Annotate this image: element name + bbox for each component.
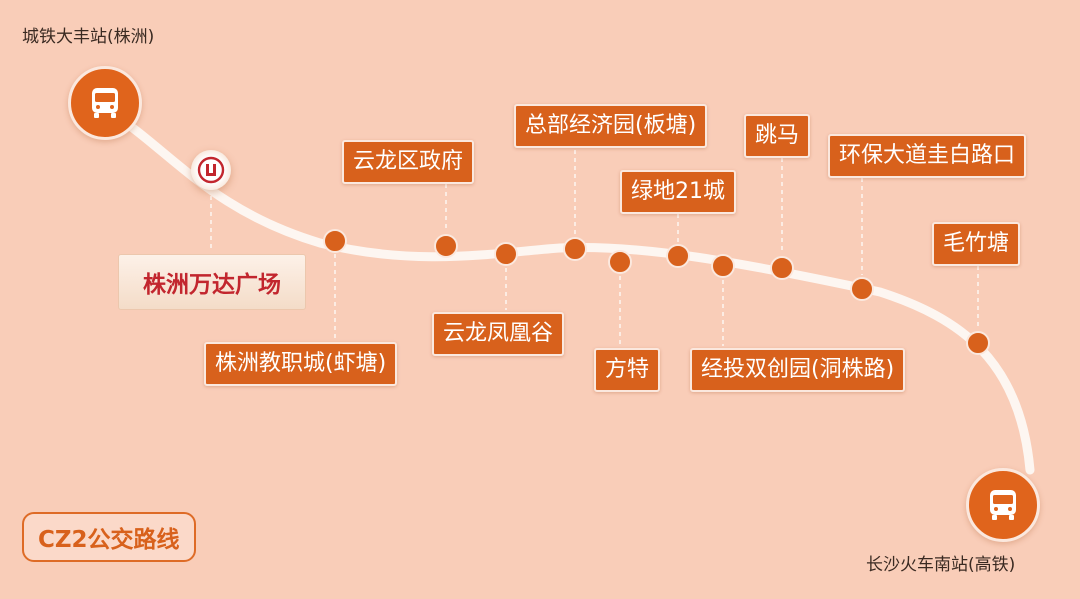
bus-icon	[92, 88, 118, 118]
stop-label-9: 环保大道圭白路口	[828, 134, 1027, 178]
stop-dot-4	[563, 237, 587, 261]
stop-label-3: 云龙凤凰谷	[432, 312, 565, 356]
stop-dot-1	[323, 229, 347, 253]
stop-dots	[323, 229, 990, 355]
origin-label: 城铁大丰站(株洲)	[22, 27, 155, 47]
bus-icon	[990, 490, 1016, 520]
destination-label: 长沙火车南站(高铁)	[866, 555, 1016, 575]
stop-dot-5	[608, 250, 632, 274]
stop-label-4: 总部经济园(板塘)	[514, 104, 708, 148]
stop-label-10: 毛竹塘	[932, 222, 1021, 266]
route-title: CZ2公交路线	[22, 512, 196, 562]
wanda-logo-icon	[197, 156, 225, 184]
stop-dot-9	[850, 277, 874, 301]
stop-dot-7	[711, 254, 735, 278]
stop-dot-2	[434, 234, 458, 258]
stop-connectors	[210, 150, 979, 346]
origin-bus-icon	[68, 66, 142, 140]
stop-label-2: 云龙区政府	[342, 140, 475, 184]
stop-dot-10	[966, 331, 990, 355]
stop-dot-3	[494, 242, 518, 266]
stop-label-7: 经投双创园(洞株路)	[690, 348, 906, 392]
stop-dot-6	[666, 244, 690, 268]
stop-dot-8	[770, 256, 794, 280]
highlight-stop: 株洲万达广场	[118, 254, 306, 310]
stop-label-1: 株洲教职城(虾塘)	[204, 342, 398, 386]
stop-label-5: 方特	[594, 348, 661, 392]
stop-label-6: 绿地21城	[620, 170, 736, 214]
stop-label-8: 跳马	[744, 114, 811, 158]
wanda-logo-pin-icon	[191, 150, 231, 190]
destination-bus-icon	[966, 468, 1040, 542]
